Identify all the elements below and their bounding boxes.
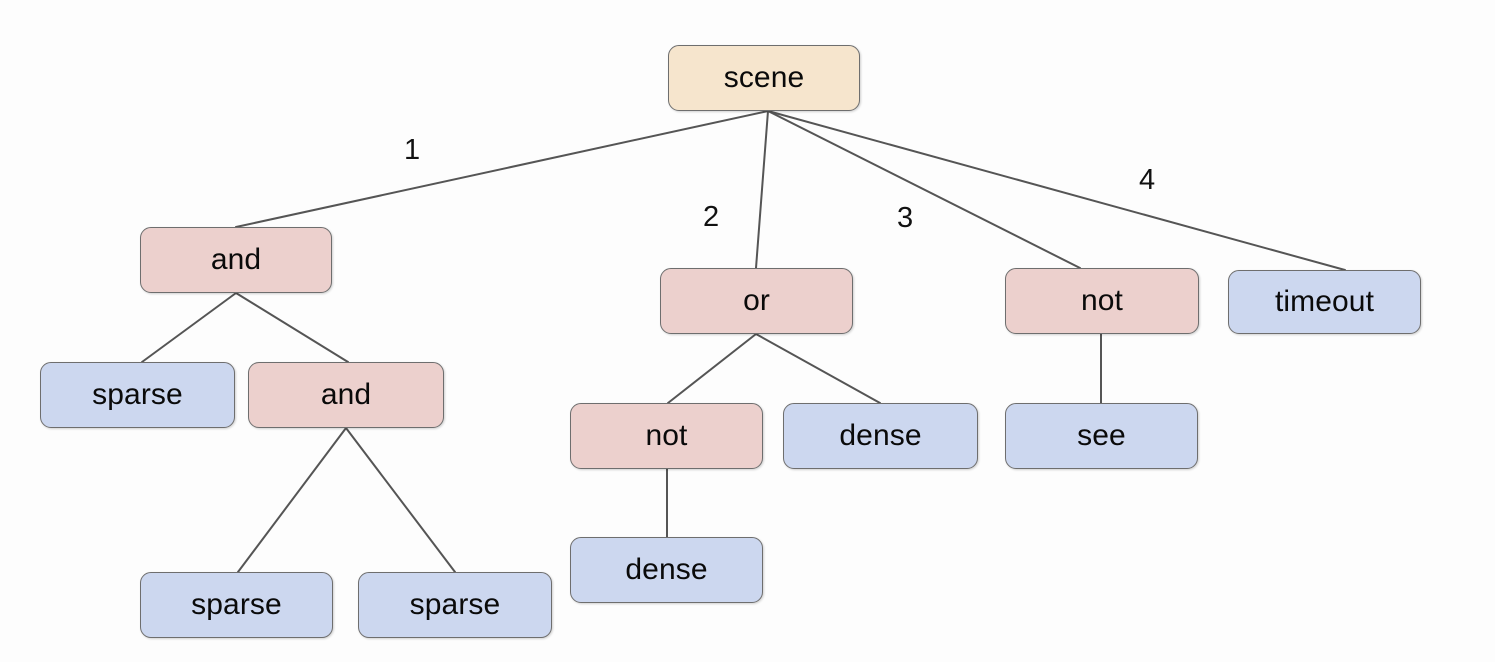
edge-scene-to-timeout1 (767, 110, 1346, 271)
edge-or1-to-not2 (667, 333, 757, 404)
node-see1[interactable]: see (1005, 403, 1198, 469)
edge-scene-to-or1 (755, 110, 769, 269)
node-dense2[interactable]: dense (570, 537, 763, 603)
node-dense1[interactable]: dense (783, 403, 978, 469)
node-sparse3[interactable]: sparse (358, 572, 552, 638)
edge-label-2: 2 (703, 201, 720, 233)
edge-scene-to-not1 (767, 110, 1081, 269)
node-sparse2[interactable]: sparse (140, 572, 333, 638)
edge-scene-to-and1 (235, 110, 769, 228)
edge-and2-to-sparse3 (345, 427, 456, 573)
node-sparse1[interactable]: sparse (40, 362, 235, 428)
edge-or1-to-dense1 (755, 333, 881, 404)
node-or1[interactable]: or (660, 268, 853, 334)
edge-and2-to-sparse2 (237, 427, 347, 573)
edge-label-3: 3 (897, 202, 914, 234)
node-timeout1[interactable]: timeout (1228, 270, 1421, 334)
node-and1[interactable]: and (140, 227, 332, 293)
node-not2[interactable]: not (570, 403, 763, 469)
edge-and1-to-and2 (235, 292, 349, 363)
node-and2[interactable]: and (248, 362, 444, 428)
node-not1[interactable]: not (1005, 268, 1199, 334)
edge-label-1: 1 (404, 134, 421, 166)
edge-and1-to-sparse1 (141, 292, 237, 363)
edge-label-4: 4 (1139, 164, 1156, 196)
node-scene[interactable]: scene (668, 45, 860, 111)
